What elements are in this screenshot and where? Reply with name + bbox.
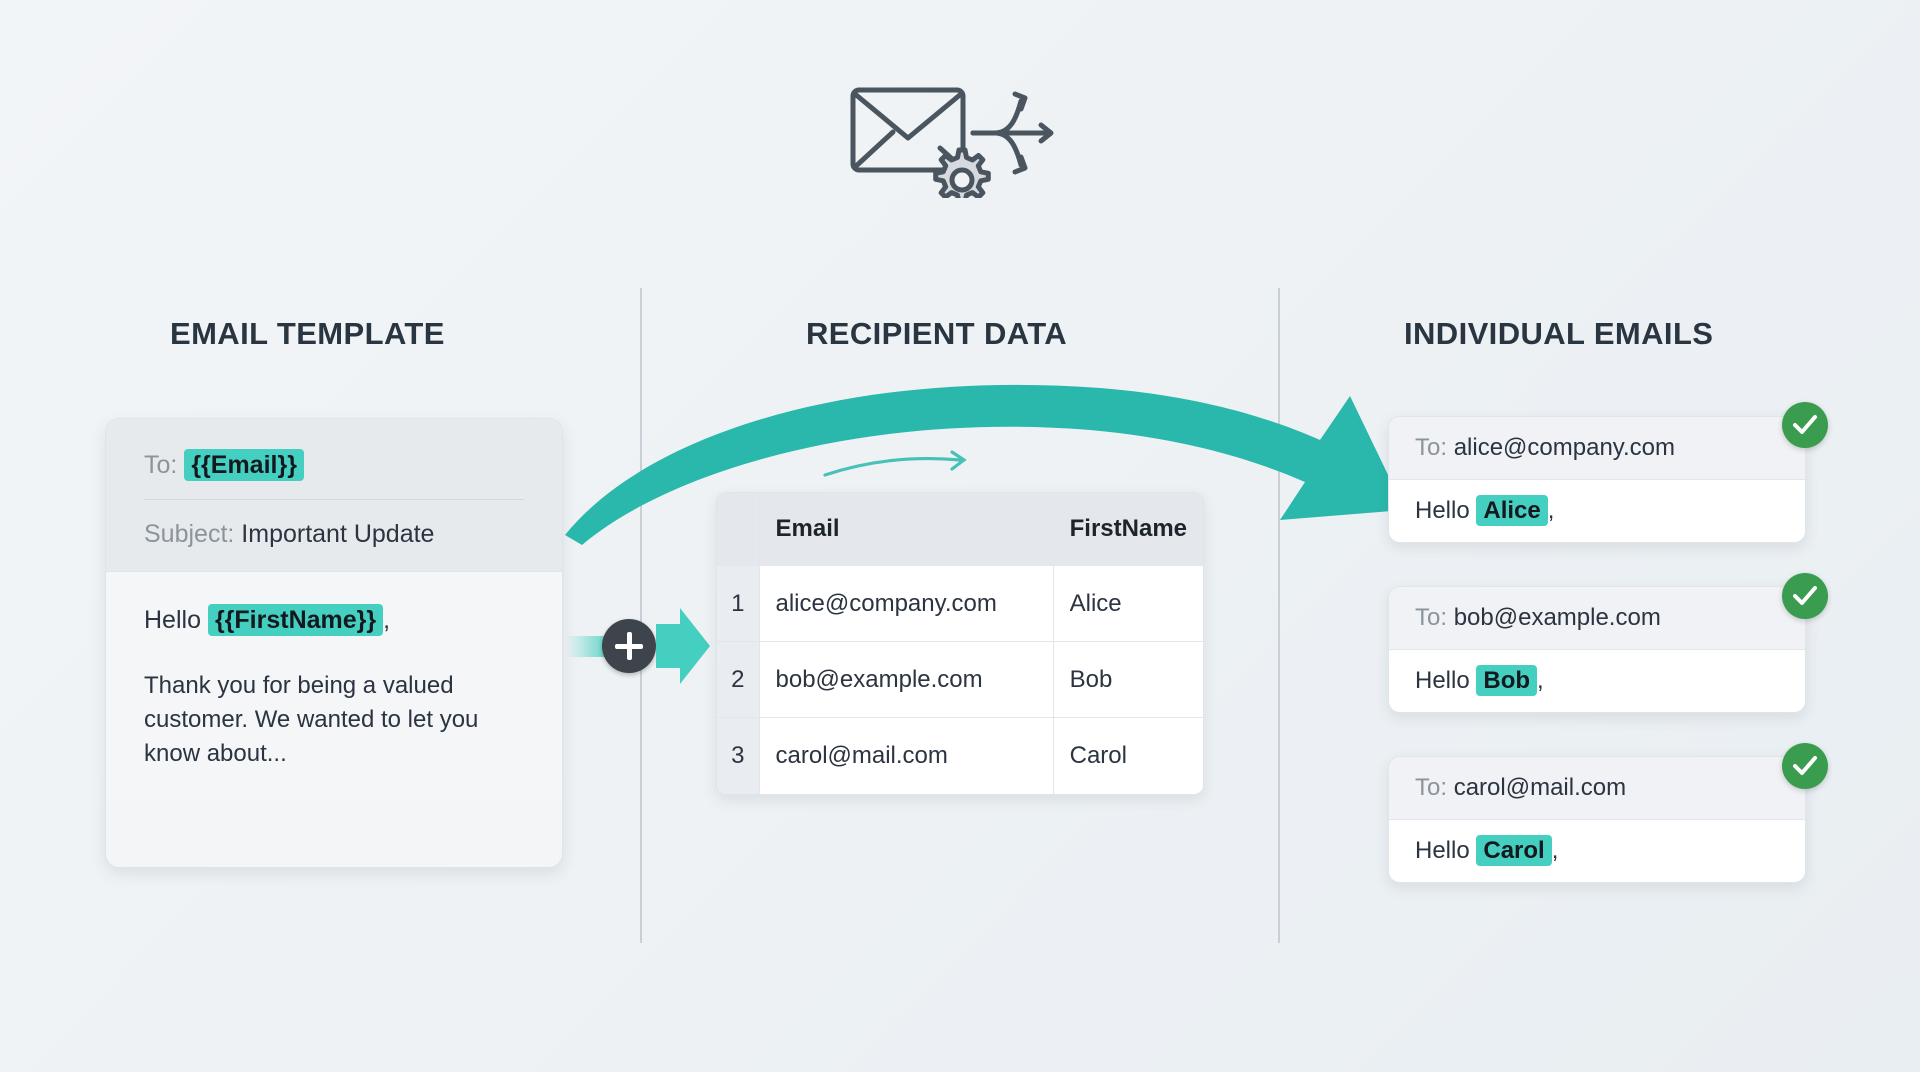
row-index: 2	[717, 641, 760, 718]
template-to-token: {{Email}}	[184, 449, 304, 481]
email-to-value: carol@mail.com	[1453, 774, 1627, 801]
merge-arrow-icon	[656, 608, 710, 684]
row-index: 1	[717, 565, 760, 642]
template-firstname-token: {{FirstName}}	[207, 604, 384, 637]
cell-email[interactable]: bob@example.com	[759, 641, 1054, 718]
email-card-body: Hello Alice,	[1389, 480, 1805, 542]
cell-firstname[interactable]: Alice	[1053, 565, 1203, 642]
check-circle-icon	[1782, 573, 1828, 619]
template-paragraph: Thank you for being a valued customer. W…	[144, 672, 479, 768]
recipient-data-table[interactable]: Email FirstName 1 alice@company.com Alic…	[716, 492, 1204, 795]
email-template-card[interactable]: To: {{Email}} Subject: Important Update …	[105, 418, 563, 868]
individual-email-card[interactable]: To: carol@mail.com Hello Carol,	[1388, 756, 1806, 883]
cell-firstname[interactable]: Bob	[1053, 641, 1203, 718]
template-divider	[144, 499, 524, 501]
column-separator-right	[1278, 288, 1280, 943]
merge-feed-bar	[566, 636, 610, 657]
row-index: 3	[717, 717, 760, 794]
template-to-row: To: {{Email}}	[144, 447, 524, 483]
email-to-label: To:	[1415, 434, 1448, 461]
table-header-row: Email FirstName	[717, 493, 1203, 566]
email-card-header: To: bob@example.com	[1389, 587, 1805, 650]
template-subject-label: Subject:	[144, 520, 235, 549]
template-subject-value: Important Update	[241, 520, 435, 549]
table-row[interactable]: 3 carol@mail.com Carol	[717, 717, 1203, 794]
email-card-body: Hello Carol,	[1389, 820, 1805, 882]
email-greeting-suffix: ,	[1547, 497, 1555, 524]
gear-icon	[933, 147, 991, 198]
heading-email-template: EMAIL TEMPLATE	[170, 316, 445, 351]
email-recipient-name: Alice	[1476, 495, 1548, 526]
template-greeting-prefix: Hello	[144, 606, 201, 635]
email-to-label: To:	[1415, 604, 1448, 631]
template-greeting-suffix: ,	[383, 606, 391, 635]
email-greeting-suffix: ,	[1537, 667, 1544, 694]
template-subject-row: Subject: Important Update	[144, 500, 524, 549]
merge-connector	[566, 600, 716, 692]
cell-firstname[interactable]: Carol	[1053, 717, 1203, 794]
merge-plus-badge	[602, 619, 656, 673]
email-card-header: To: alice@company.com	[1389, 417, 1805, 480]
template-greeting-row: Hello {{FirstName}},	[144, 604, 524, 637]
email-to-value: alice@company.com	[1453, 434, 1676, 461]
table-header-firstname[interactable]: FirstName	[1053, 493, 1203, 566]
email-greeting-prefix: Hello	[1415, 837, 1470, 864]
cell-email[interactable]: carol@mail.com	[759, 717, 1054, 794]
individual-email-card[interactable]: To: bob@example.com Hello Bob,	[1388, 586, 1806, 713]
email-greeting-suffix: ,	[1551, 837, 1559, 864]
individual-email-card[interactable]: To: alice@company.com Hello Alice,	[1388, 416, 1806, 543]
heading-recipient-data: RECIPIENT DATA	[806, 316, 1068, 351]
table-header-index	[717, 493, 760, 566]
column-separator-left	[640, 288, 642, 943]
mail-merge-gear-icon	[850, 87, 1054, 198]
email-recipient-name: Carol	[1476, 835, 1552, 866]
email-to-value: bob@example.com	[1453, 604, 1661, 631]
heading-individual-emails: INDIVIDUAL EMAILS	[1404, 316, 1714, 351]
template-body: Hello {{FirstName}}, Thank you for being…	[106, 571, 562, 802]
email-greeting-prefix: Hello	[1415, 667, 1470, 694]
template-to-label: To:	[144, 451, 178, 479]
template-header: To: {{Email}} Subject: Important Update	[106, 419, 562, 572]
cell-email[interactable]: alice@company.com	[759, 565, 1054, 642]
check-circle-icon	[1782, 402, 1828, 448]
table-row[interactable]: 1 alice@company.com Alice	[717, 565, 1203, 642]
email-card-header: To: carol@mail.com	[1389, 757, 1805, 820]
email-to-label: To:	[1415, 774, 1448, 801]
email-greeting-prefix: Hello	[1415, 497, 1470, 524]
email-recipient-name: Bob	[1476, 665, 1538, 696]
table-row[interactable]: 2 bob@example.com Bob	[717, 641, 1203, 718]
table-header-email[interactable]: Email	[759, 493, 1054, 566]
email-card-body: Hello Bob,	[1389, 650, 1805, 712]
check-circle-icon	[1782, 743, 1828, 789]
